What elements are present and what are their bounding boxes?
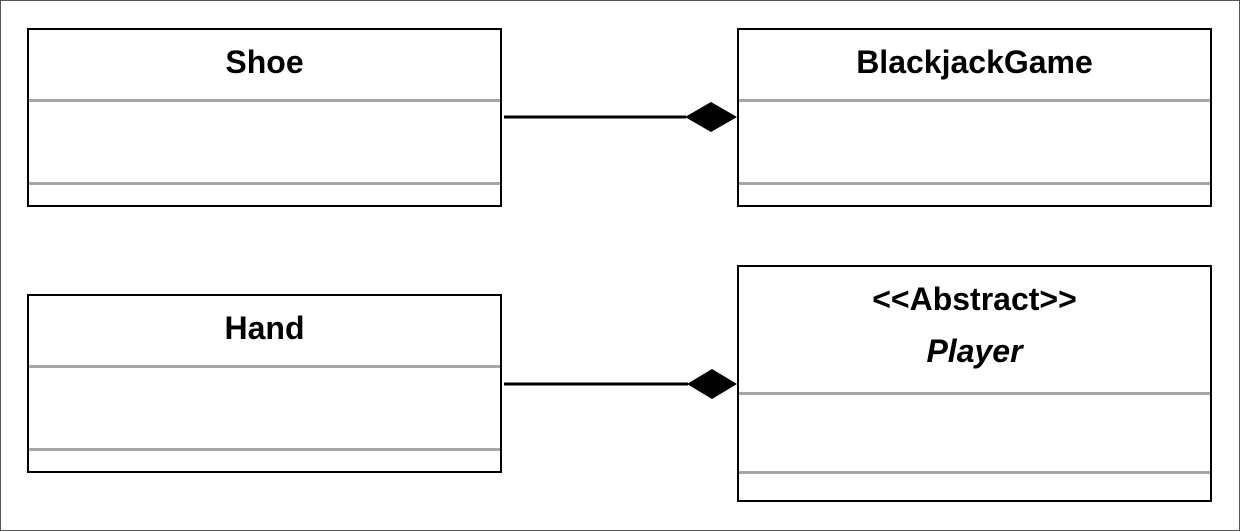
- class-player[interactable]: <<Abstract>> Player: [737, 265, 1212, 502]
- class-blackjack-game[interactable]: BlackjackGame: [737, 28, 1212, 207]
- class-name: Player: [926, 333, 1023, 369]
- attributes-divider: [29, 99, 500, 102]
- attributes-divider: [739, 392, 1210, 395]
- operations-divider: [739, 471, 1210, 474]
- operations-divider: [739, 182, 1210, 185]
- attributes-divider: [739, 99, 1210, 102]
- operations-divider: [29, 448, 500, 451]
- composition-diamond-icon: [685, 102, 737, 132]
- operations-divider: [29, 182, 500, 185]
- class-name: BlackjackGame: [856, 44, 1093, 80]
- composition-shoe-blackjackgame[interactable]: [504, 102, 737, 132]
- attributes-divider: [29, 365, 500, 368]
- class-name: Shoe: [225, 44, 304, 80]
- class-hand[interactable]: Hand: [27, 294, 502, 473]
- class-stereotype: <<Abstract>>: [872, 281, 1077, 317]
- composition-diamond-icon: [687, 369, 737, 399]
- composition-hand-player[interactable]: [504, 369, 737, 399]
- class-shoe[interactable]: Shoe: [27, 28, 502, 207]
- class-name: Hand: [224, 310, 305, 346]
